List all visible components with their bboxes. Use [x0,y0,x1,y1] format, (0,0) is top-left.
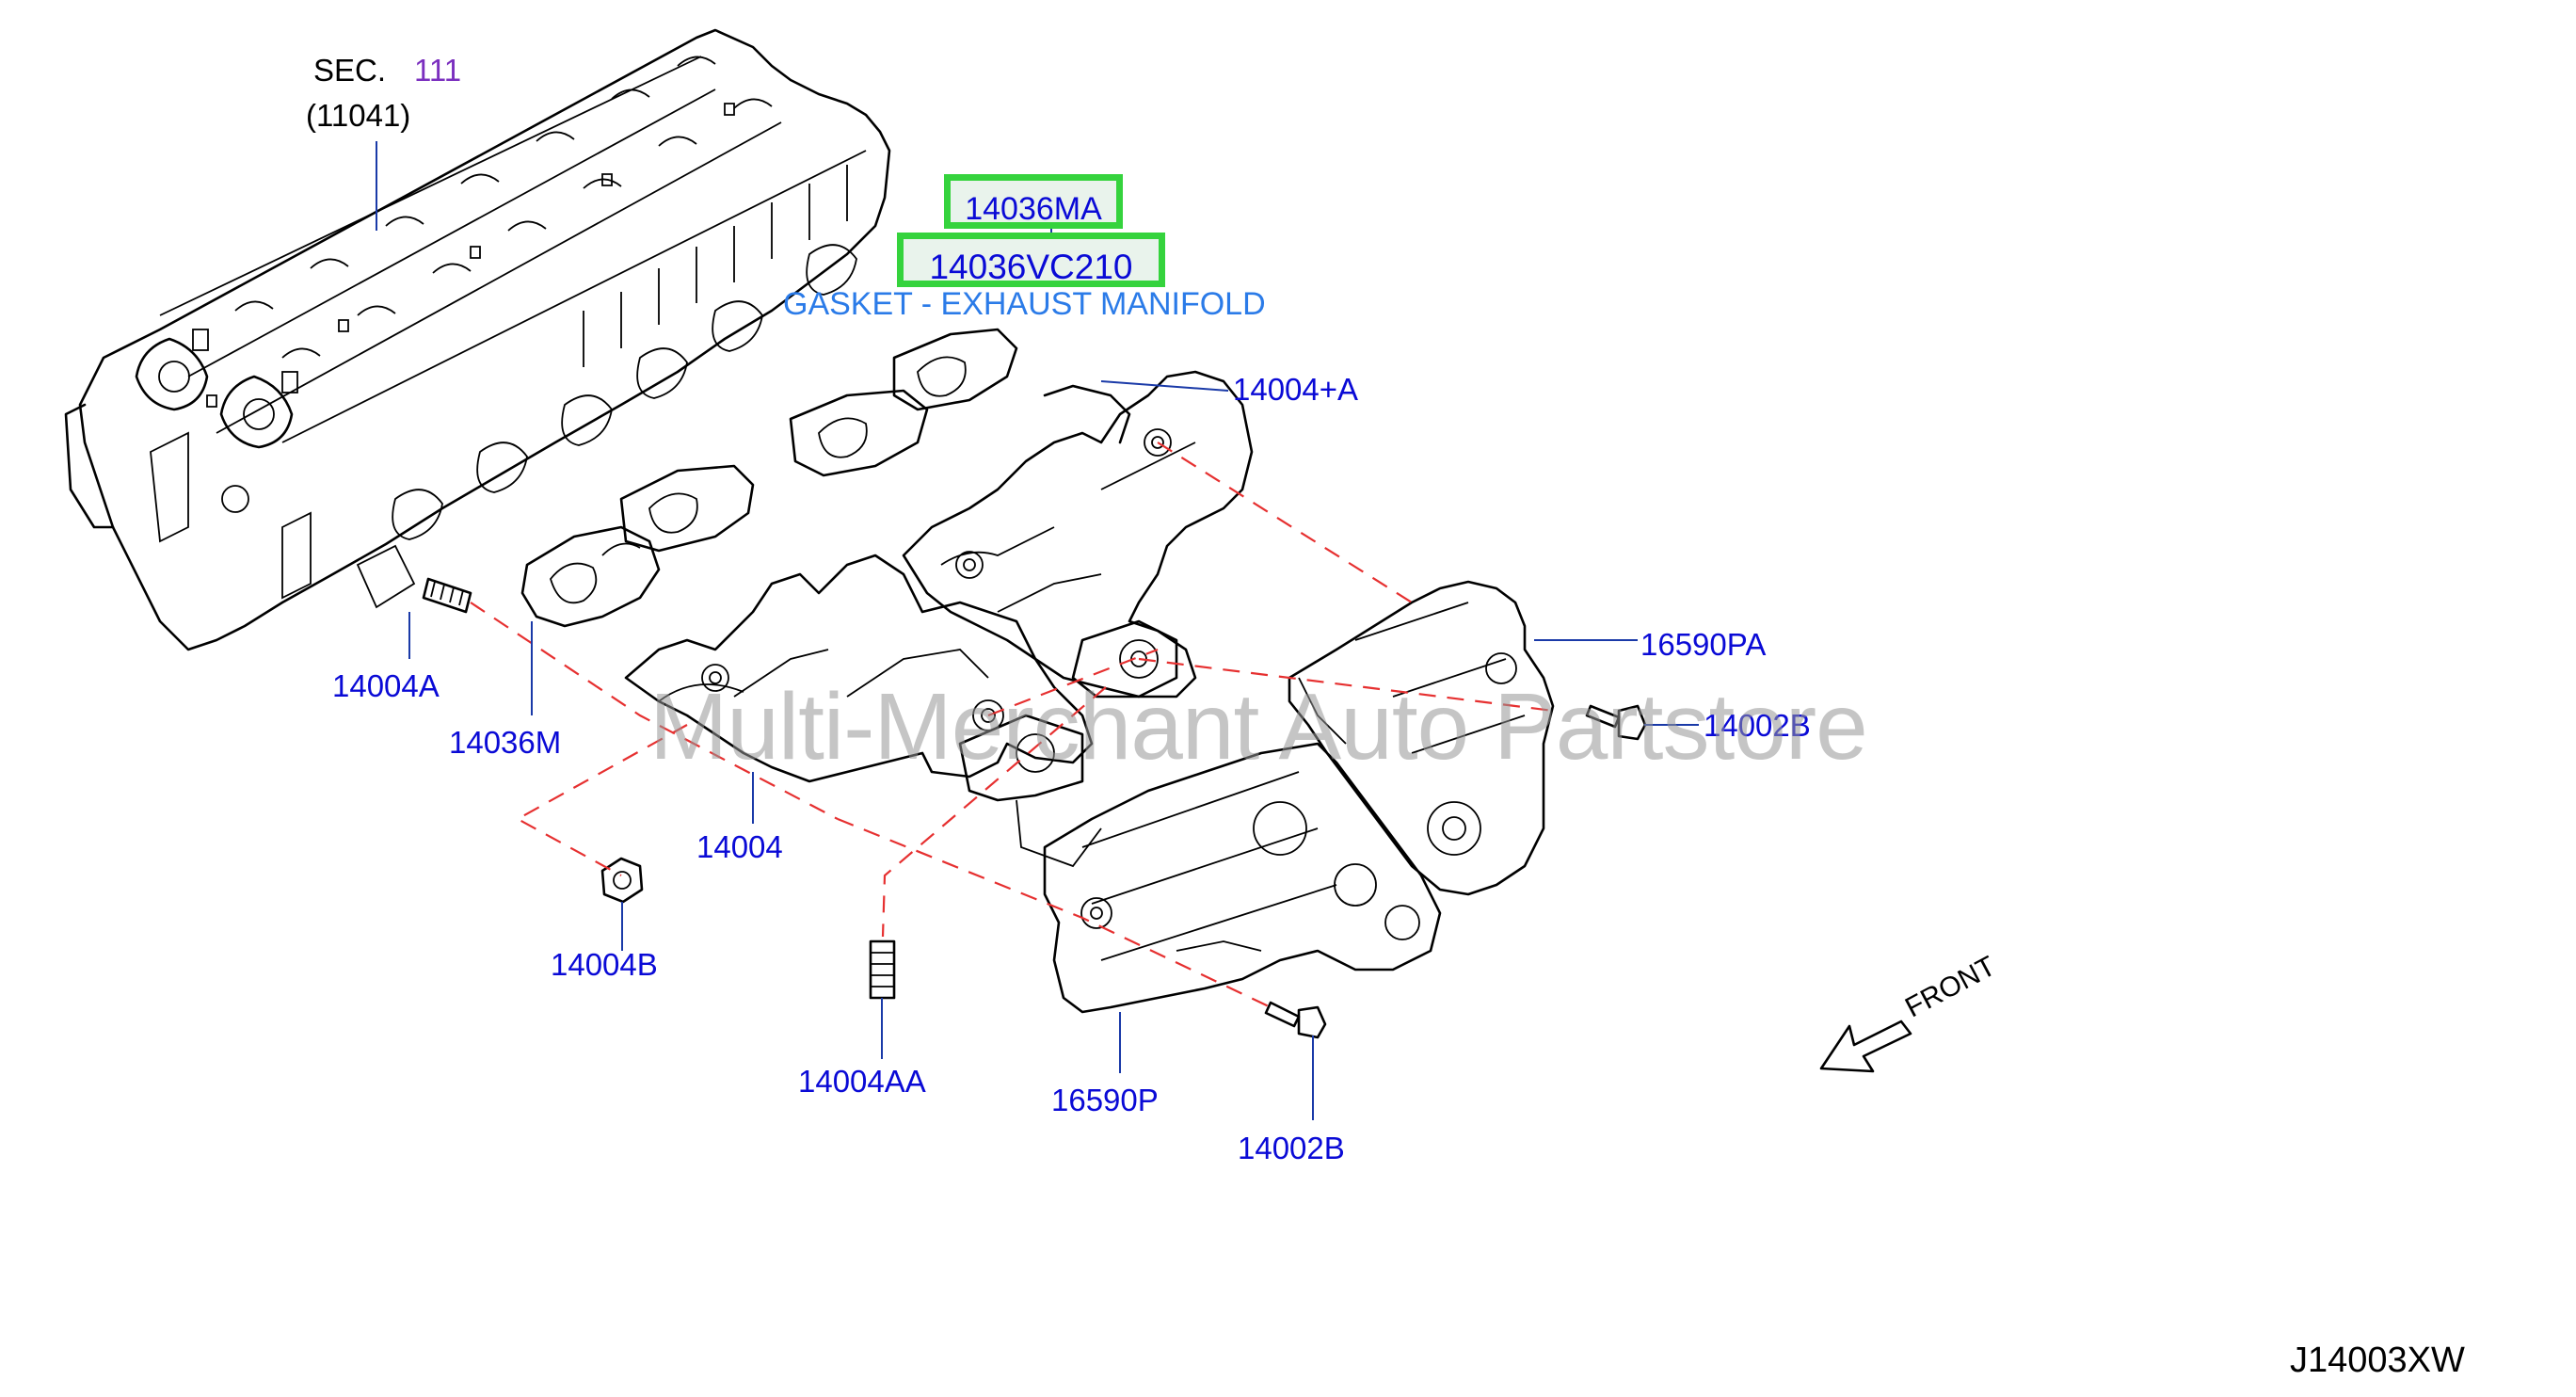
stud-14004aa-drawing [869,939,896,1000]
highlighted-part-label: 14036VC210 [929,248,1133,286]
highlighted-part-label: 14036MA [965,191,1102,227]
heat-insulator-lower-drawing [1043,742,1442,1014]
part-description: GASKET - EXHAUST MANIFOLD [783,286,1266,322]
diagram-code: J14003XW [2290,1341,2465,1380]
part-label-14002b-lower[interactable]: 14002B [1238,1131,1345,1165]
part-label-14004-plus-a[interactable]: 14004+A [1233,372,1359,407]
part-label-16590p[interactable]: 16590P [1051,1083,1159,1117]
part-label-14004[interactable]: 14004 [696,829,783,864]
cylinder-head-drawing [64,28,891,651]
heat-insulator-upper-drawing [1288,580,1555,896]
bolt-lower-14002b-drawing [1264,1001,1327,1039]
exhaust-manifold-drawing [624,370,1254,868]
front-arrow-icon [1819,1020,1912,1073]
part-label-14004aa[interactable]: 14004AA [798,1064,926,1099]
part-label-16590pa[interactable]: 16590PA [1640,627,1767,662]
sec-subassembly: (11041) [306,98,411,133]
part-label-14004a[interactable]: 14004A [332,668,440,703]
sec-prefix: SEC. [313,53,387,88]
nut-14004b-drawing [600,857,644,904]
sec-number-link[interactable]: 111 [414,53,462,88]
watermark: Multi-Merchant Auto Partstore [649,674,1868,779]
stud-14004a-drawing [422,577,472,614]
part-label-14004b[interactable]: 14004B [551,947,658,982]
part-label-14002b-upper[interactable]: 14002B [1704,708,1811,743]
assembly-dashed-lines [470,442,1554,1008]
exhaust-manifold-gaskets-drawing [520,328,1018,628]
bolt-upper-14002b-drawing [1585,704,1647,741]
highlighted-part-14036ma[interactable]: 14036MA [944,174,1123,229]
highlighted-part-14036vc210[interactable]: 14036VC210 [897,233,1165,287]
part-label-14036m[interactable]: 14036M [449,725,562,760]
